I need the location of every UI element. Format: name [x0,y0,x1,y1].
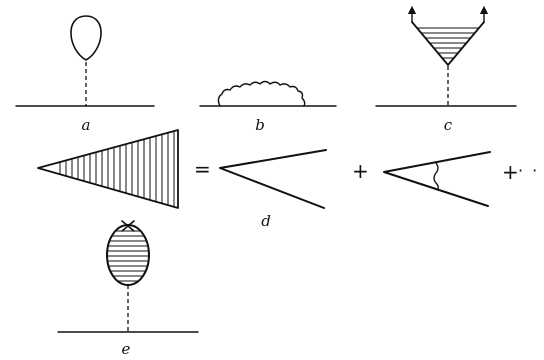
label-e: e [122,340,131,358]
bare-vertex-d [219,149,327,209]
ellipsis: · · [518,161,539,180]
wavy-exchange-d [433,162,439,191]
hatch-c [412,27,484,59]
cross-mark-e [121,220,135,232]
label-c: c [444,116,453,134]
corrected-vertex-d [383,151,491,207]
diagram-a: a [15,15,155,134]
equals-sign: = [194,157,211,181]
loop-a [70,15,102,61]
diagram-b: b [199,80,337,134]
label-d: d [261,212,271,230]
label-b: b [255,116,265,134]
diagram-c: c [375,5,517,134]
wedge-d [37,129,179,209]
vertex-legs-c [411,21,485,66]
diagram-d: = + + · · d [37,129,539,230]
wavy-loop-b [217,80,306,107]
diagram-e: e [57,220,199,358]
label-a: a [82,116,91,134]
plus-sign-1: + [352,159,369,183]
hatch-d [59,130,175,208]
hatch-e [107,230,149,282]
plus-sign-2: + [502,160,519,184]
